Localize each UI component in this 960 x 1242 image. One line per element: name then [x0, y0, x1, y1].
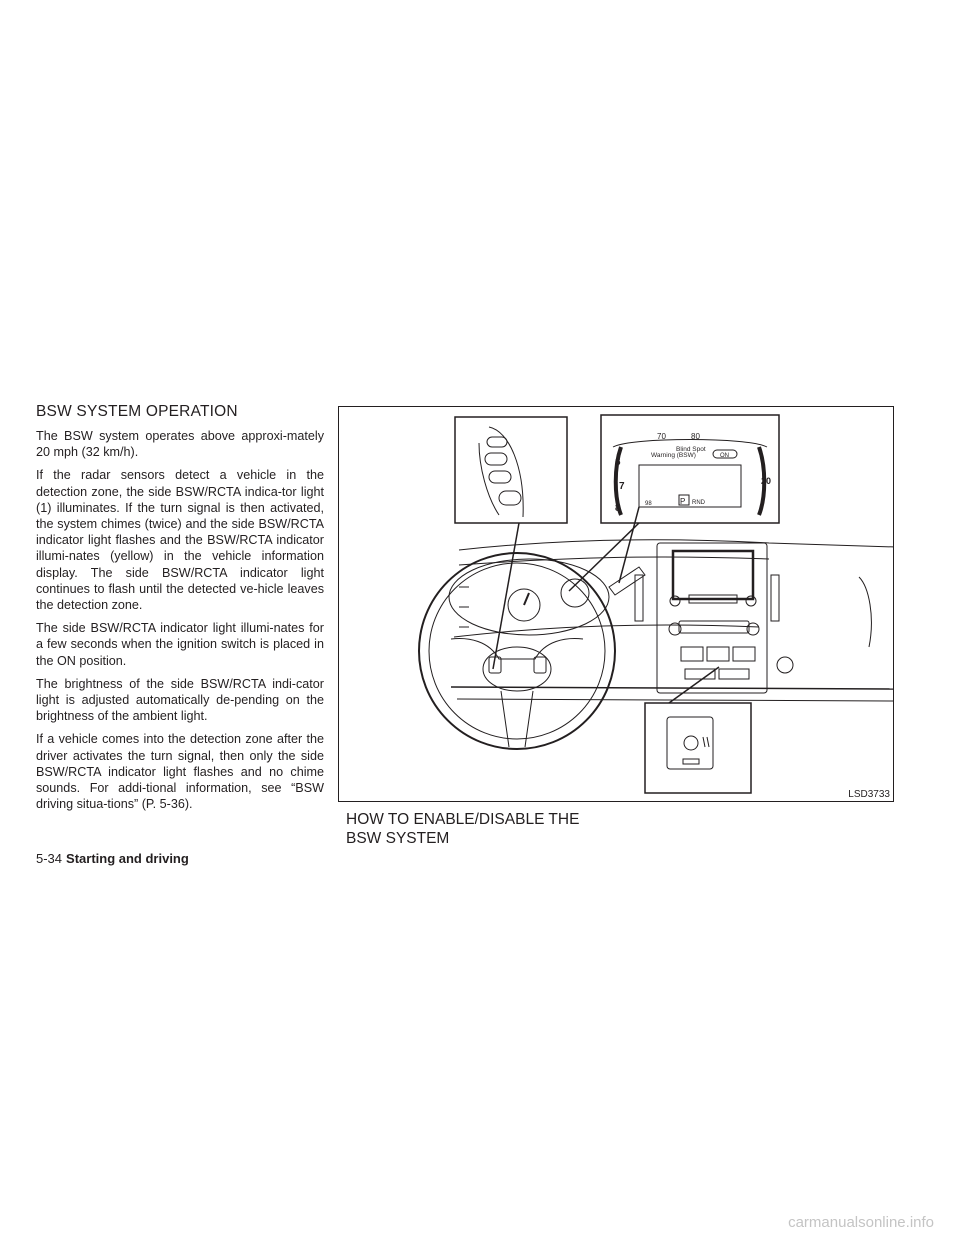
dashboard-drawing: [418, 539, 893, 750]
display-menu-line2: Warning (BSW): [651, 452, 696, 459]
paragraph: If a vehicle comes into the detection zo…: [36, 732, 324, 812]
paragraph: If the radar sensors detect a vehicle in…: [36, 468, 324, 613]
display-speed-limit: 80: [691, 432, 700, 441]
display-speed-set: 70: [657, 432, 666, 441]
page-number: 5-34: [36, 851, 63, 866]
chapter-title: Starting and driving: [66, 851, 189, 866]
gauge-label: 8: [615, 503, 621, 514]
gauge-label-right: 20: [761, 476, 771, 486]
bsw-switch-inset: [644, 702, 752, 794]
dashboard-illustration: 70 80 Blind Spot Warning (BSW) ON 6 7 8 …: [338, 406, 894, 802]
paragraph: The side BSW/RCTA indicator light illumi…: [36, 621, 324, 668]
paragraph: The brightness of the side BSW/RCTA indi…: [36, 676, 324, 724]
leader-lines: [492, 506, 720, 704]
steering-switch-inset: [454, 416, 568, 524]
subsection-title-line2: BSW SYSTEM: [346, 830, 450, 847]
gauge-label: 7: [619, 481, 625, 492]
figure-code: LSD3733: [847, 789, 891, 800]
paragraph: The BSW system operates above approxi-ma…: [36, 429, 324, 460]
display-toggle: ON: [720, 453, 729, 459]
meter-display-inset: [600, 414, 780, 524]
watermark: carmanualsonline.info: [788, 1214, 934, 1231]
section-title: BSW SYSTEM OPERATION: [36, 403, 238, 420]
gauge-label: 6: [615, 457, 621, 468]
subsection-title: HOW TO ENABLE/DISABLE THE BSW SYSTEM: [346, 810, 646, 848]
gear-active: P: [680, 497, 685, 506]
subsection-title-line1: HOW TO ENABLE/DISABLE THE: [346, 811, 580, 828]
display-menu-line1: Blind Spot: [676, 446, 706, 453]
gear-list: RND: [692, 500, 706, 506]
body-text: The BSW system operates above approxi-ma…: [36, 428, 324, 819]
display-odometer: 98: [645, 501, 652, 507]
